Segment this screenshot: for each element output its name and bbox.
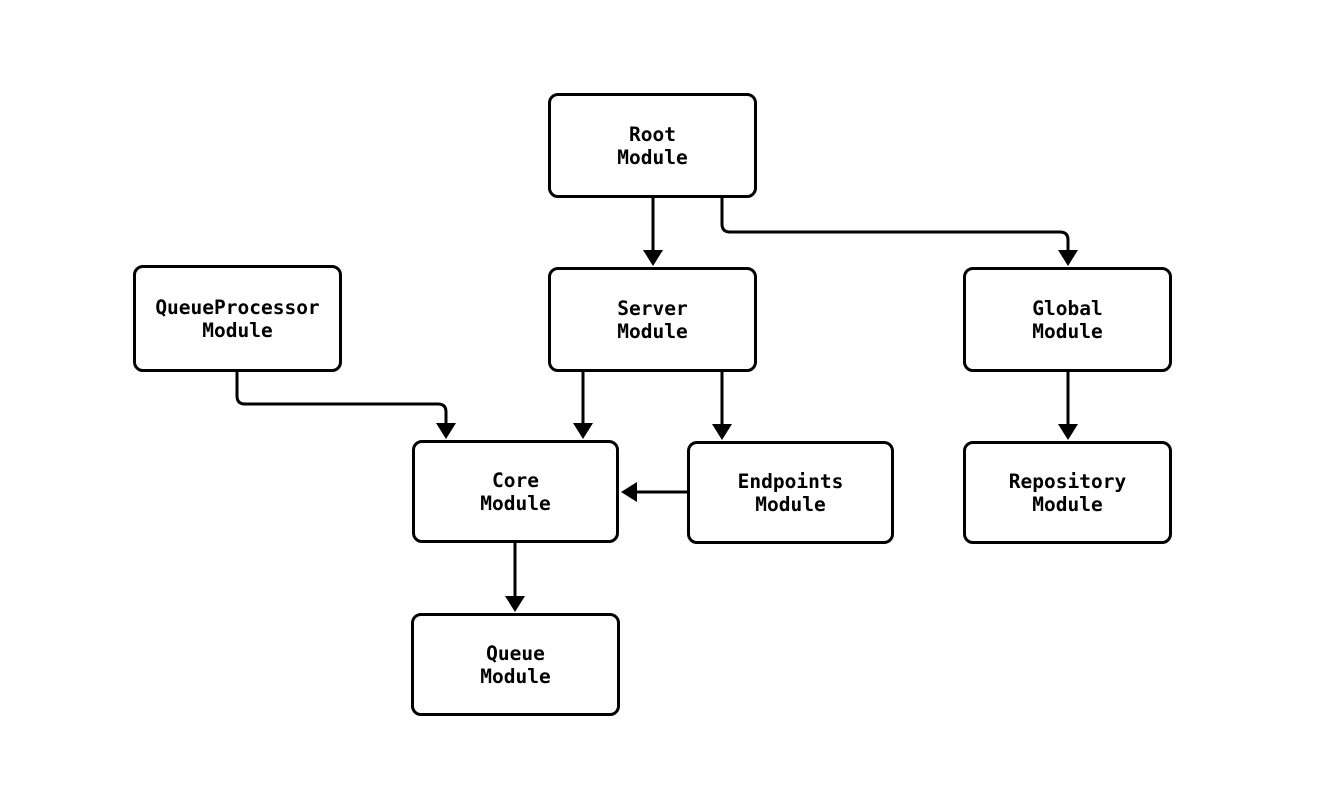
node-label: QueueProcessor Module [155, 295, 320, 342]
arrowhead [436, 423, 456, 439]
node-label: Server Module [617, 296, 688, 343]
edge-server-to-endpoints [712, 372, 732, 440]
arrowhead [1058, 424, 1078, 440]
node-label: Root Module [617, 122, 688, 169]
node-label: Endpoints Module [737, 469, 844, 516]
edge-queueprocessor-to-core [235, 372, 456, 439]
node-core-module: Core Module [412, 440, 619, 543]
edge-endpoints-to-core [621, 482, 687, 502]
arrowhead [643, 250, 663, 266]
node-label: Repository Module [1008, 469, 1127, 516]
node-root-module: Root Module [548, 93, 757, 198]
arrowhead [621, 482, 637, 502]
edge-global-to-repository [1058, 372, 1078, 440]
node-endpoints-module: Endpoints Module [687, 441, 894, 544]
arrowhead [1058, 250, 1078, 266]
node-queueprocessor-module: QueueProcessor Module [133, 265, 342, 372]
edge-core-to-queue [505, 543, 525, 612]
edge-server-to-core [573, 372, 593, 439]
node-label: Queue Module [480, 641, 551, 688]
node-label: Global Module [1032, 296, 1103, 343]
arrowhead [573, 423, 593, 439]
node-global-module: Global Module [963, 267, 1172, 372]
edge-root-to-server [643, 198, 663, 266]
arrowhead [712, 424, 732, 440]
edge-root-to-global [720, 198, 1078, 266]
node-repository-module: Repository Module [963, 441, 1172, 544]
node-server-module: Server Module [548, 267, 757, 372]
node-label: Core Module [480, 468, 551, 515]
node-queue-module: Queue Module [411, 613, 620, 716]
arrowhead [505, 596, 525, 612]
